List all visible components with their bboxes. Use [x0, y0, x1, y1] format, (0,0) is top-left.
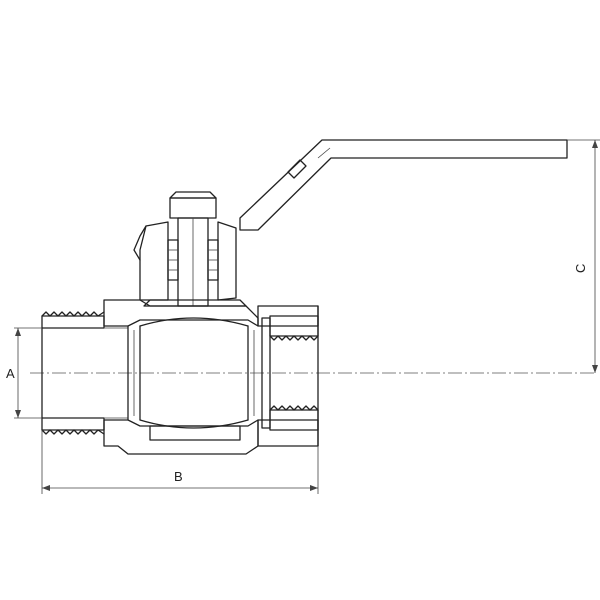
valve-body-top [103, 299, 319, 327]
ball [133, 317, 255, 429]
dimension-b: B [41, 430, 319, 494]
dimension-a: A [6, 327, 42, 419]
dimension-c: C [567, 139, 600, 373]
female-thread-end [261, 305, 319, 447]
valve-body-bottom [103, 419, 319, 455]
dimension-a-label: A [6, 366, 15, 381]
dimension-b-label: B [174, 469, 183, 484]
handle-lever [239, 139, 568, 231]
male-thread-end [41, 311, 129, 435]
dimension-c-label: C [573, 264, 588, 273]
stem-assembly [133, 191, 247, 307]
